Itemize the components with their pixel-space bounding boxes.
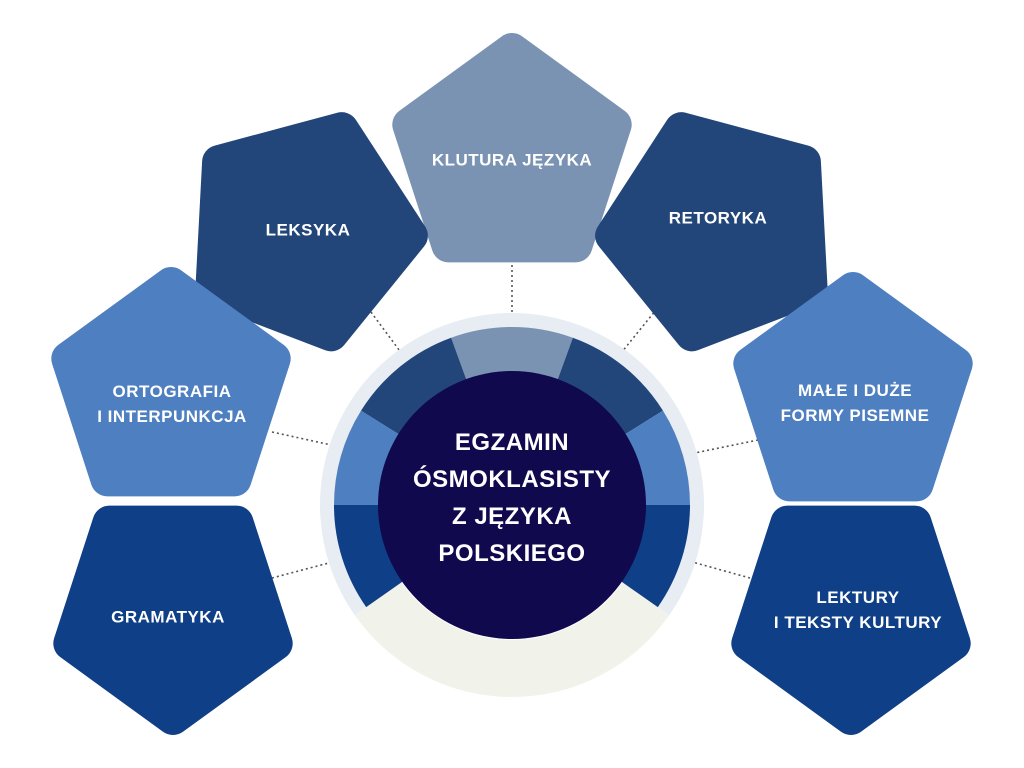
- ring-segment-klutura: [451, 327, 573, 381]
- dotted-connector: [684, 559, 751, 579]
- center-line: Z JĘZYKA: [451, 503, 573, 530]
- label-line: I INTERPUNKCJA: [97, 407, 247, 426]
- pentagon-gramatyka: [53, 505, 293, 735]
- topic-label-male-duze: MAŁE I DUŻE FORMY PISEMNE: [781, 378, 930, 428]
- label-line: KLUTURA JĘZYKA: [431, 150, 593, 170]
- ring-segment-ortografia: [334, 410, 400, 505]
- topic-label-retoryka: RETORYKA: [669, 206, 767, 231]
- label-line: LEKSYKA: [265, 220, 351, 240]
- label-line: ORTOGRAFIA: [112, 382, 232, 401]
- dotted-connector: [367, 307, 406, 359]
- pentagon-male-duze: [733, 272, 973, 502]
- pentagon-lektury: [731, 505, 971, 735]
- pentagon-leksyka: [195, 112, 428, 352]
- ring-segment-male-duze: [624, 410, 690, 505]
- label-line: GRAMATYKA: [111, 607, 225, 627]
- label-line: FORMY PISEMNE: [780, 406, 930, 425]
- label-line: RETORYKA: [668, 208, 768, 228]
- center-circle: [378, 371, 646, 639]
- label-line: LEKTURY: [816, 588, 900, 607]
- center-line: ÓSMOKLASISTY: [412, 466, 612, 493]
- label-line: MAŁE I DUŻE: [797, 381, 913, 400]
- center-line: EGZAMIN: [454, 429, 570, 456]
- ring-segment-lektury: [620, 505, 690, 608]
- center-line: POLSKIEGO: [438, 540, 586, 567]
- ring-segment-gramatyka: [334, 505, 404, 608]
- dotted-connector: [616, 304, 661, 359]
- ring-segment-retoryka: [557, 337, 663, 435]
- topic-label-gramatyka: GRAMATYKA: [111, 605, 225, 630]
- center-title: EGZAMIN ÓSMOKLASISTY Z JĘZYKA POLSKIEGO: [413, 424, 611, 572]
- topic-label-ortografia: ORTOGRAFIA I INTERPUNKCJA: [97, 379, 247, 429]
- pentagon-retoryka: [595, 112, 828, 352]
- topic-label-klutura: KLUTURA JĘZYKA: [432, 148, 592, 173]
- dotted-connector: [271, 559, 341, 579]
- label-line: I TEKSTY KULTURY: [773, 613, 943, 632]
- topic-label-lektury: LEKTURY I TEKSTY KULTURY: [774, 585, 942, 635]
- ring-segment-leksyka: [361, 337, 467, 435]
- pentagon-ortografia: [51, 267, 291, 497]
- topic-label-leksyka: LEKSYKA: [266, 218, 351, 243]
- ring-bottom-segment: [354, 582, 670, 698]
- pentagon-klutura: [392, 33, 632, 263]
